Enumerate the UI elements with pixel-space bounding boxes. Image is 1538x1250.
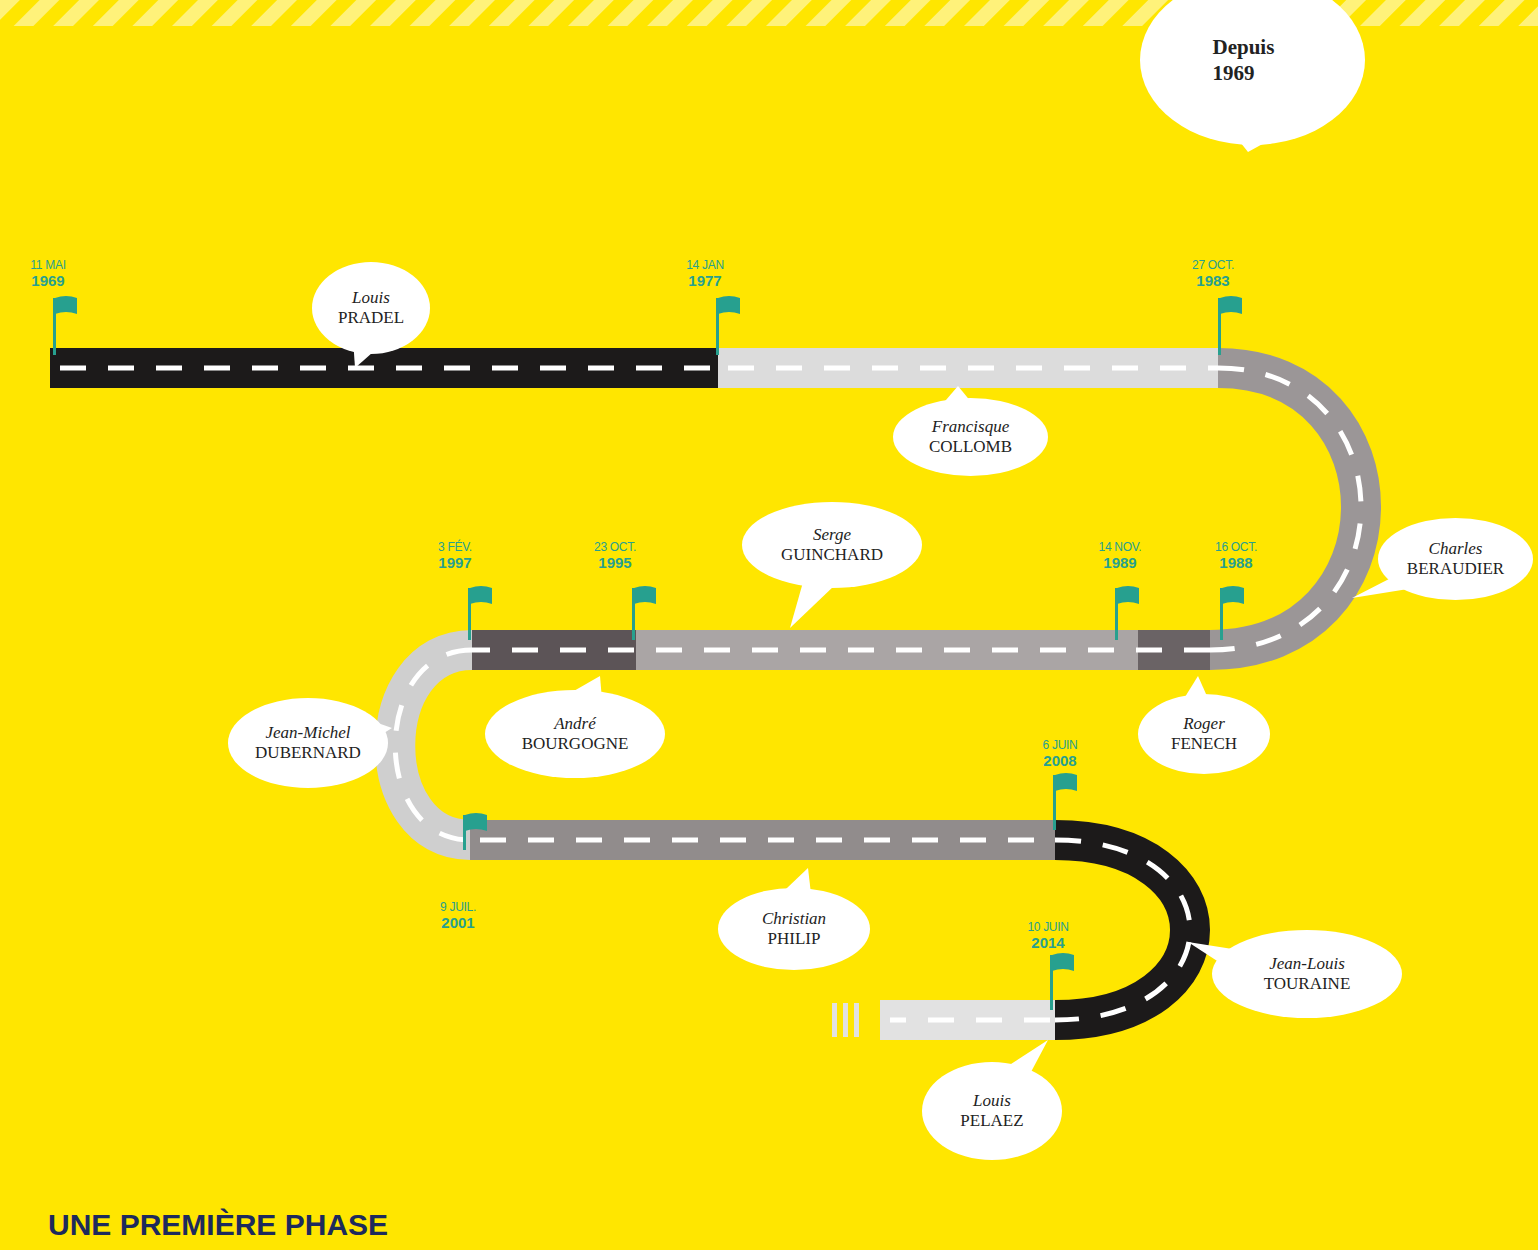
date-year: 2001 [441, 914, 474, 931]
date-year: 2008 [1043, 752, 1076, 769]
road-dashes [728, 366, 1218, 371]
road-segment [718, 348, 1218, 388]
speech-bubble: LouisPELAEZ [922, 1062, 1062, 1160]
date-day: 14 JAN [686, 258, 724, 272]
flag [463, 813, 487, 850]
last-name: PRADEL [338, 308, 404, 328]
road-segment [880, 1000, 1055, 1040]
flag [1218, 296, 1242, 355]
section-heading: UNE PREMIÈRE PHASE [48, 1208, 388, 1242]
bubble-body [485, 690, 665, 778]
road-dashes [60, 366, 718, 371]
road-end-bar [854, 1003, 859, 1037]
bubble-tail [790, 582, 836, 628]
bubble-body [742, 502, 922, 588]
speech-bubble: ChristianPHILIP [718, 888, 870, 970]
road-segment [1210, 368, 1361, 650]
flag [1115, 586, 1139, 640]
first-name: Louis [352, 288, 390, 308]
bubble-body [228, 698, 388, 788]
date-year: 1989 [1103, 554, 1136, 571]
first-name: Depuis 1969 [1213, 34, 1293, 87]
flag [1050, 953, 1074, 1010]
first-name: Jean-Michel [266, 723, 351, 743]
flag [1053, 773, 1077, 830]
first-name: Charles [1429, 539, 1483, 559]
date-day: 16 OCT. [1215, 540, 1257, 554]
last-name: BOURGOGNE [522, 734, 629, 754]
date-year: 2014 [1031, 934, 1064, 951]
road-dashes [395, 650, 472, 840]
road-dashes [1210, 368, 1361, 650]
speech-bubble: Jean-LouisTOURAINE [1212, 930, 1402, 1018]
date-day: 3 FÉV. [438, 540, 472, 554]
flag [53, 296, 77, 355]
last-name: BERAUDIER [1407, 559, 1504, 579]
date-day: 11 MAI [30, 258, 65, 272]
date-year: 1983 [1196, 272, 1229, 289]
last-name: COLLOMB [929, 437, 1012, 457]
flag [632, 586, 656, 640]
speech-bubble: CharlesBERAUDIER [1378, 518, 1533, 600]
road-segment [395, 650, 472, 840]
road-end-bar [843, 1003, 848, 1037]
flag [1220, 586, 1244, 640]
bubble-body [1378, 518, 1533, 600]
date-day: 10 JUIN [1027, 920, 1068, 934]
speech-bubble: RogerFENECH [1138, 694, 1270, 774]
speech-bubble: FrancisqueCOLLOMB [893, 398, 1048, 476]
speech-bubble: Jean-MichelDUBERNARD [228, 698, 388, 788]
road-segment [470, 820, 1055, 860]
flag [716, 296, 740, 355]
last-name: PELAEZ [960, 1111, 1023, 1131]
last-name: TOURAINE [1264, 974, 1351, 994]
first-name: Roger [1183, 714, 1225, 734]
bubble-body [922, 1062, 1062, 1160]
road-dashes [890, 1018, 1050, 1023]
road-dashes [1055, 840, 1190, 1020]
road-end-bar [832, 1003, 837, 1037]
date-year: 1988 [1219, 554, 1252, 571]
last-name: DUBERNARD [255, 743, 361, 763]
date-day: 23 OCT. [594, 540, 636, 554]
date-day: 6 JUIN [1043, 738, 1078, 752]
date-year: 1969 [31, 272, 64, 289]
road-dashes [472, 648, 1210, 653]
speech-bubble: SergeGUINCHARD [742, 502, 922, 588]
bubble-body [1140, 0, 1365, 145]
date-year: 1977 [688, 272, 721, 289]
speech-bubble: Depuis 1969 [1140, 0, 1365, 145]
first-name: André [554, 714, 596, 734]
first-name: Christian [762, 909, 826, 929]
speech-bubble: LouisPRADEL [312, 262, 430, 354]
last-name: FENECH [1171, 734, 1237, 754]
road-dashes [480, 838, 1055, 843]
first-name: Louis [973, 1091, 1011, 1111]
date-day: 9 JUIL. [440, 900, 476, 914]
bubble-body [893, 398, 1048, 476]
bubble-body [718, 888, 870, 970]
flag [468, 586, 492, 640]
bubble-body [1138, 694, 1270, 774]
speech-bubble: AndréBOURGOGNE [485, 690, 665, 778]
last-name: GUINCHARD [781, 545, 883, 565]
last-name: PHILIP [768, 929, 821, 949]
bubble-body [312, 262, 430, 354]
first-name: Jean-Louis [1269, 954, 1345, 974]
date-year: 1995 [598, 554, 631, 571]
road-segment [50, 348, 718, 388]
date-day: 27 OCT. [1192, 258, 1234, 272]
first-name: Francisque [932, 417, 1009, 437]
first-name: Serge [813, 525, 851, 545]
bubble-body [1212, 930, 1402, 1018]
road-segment [1055, 840, 1190, 1020]
date-day: 14 NOV. [1099, 540, 1142, 554]
date-year: 1997 [438, 554, 471, 571]
